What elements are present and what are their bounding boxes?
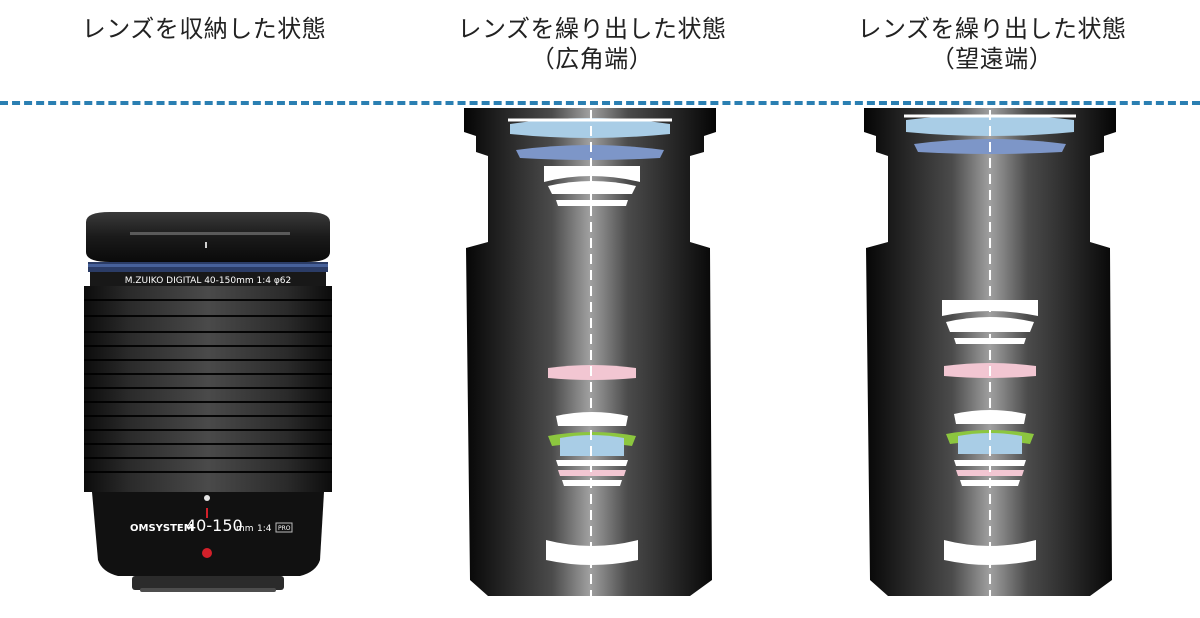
lens-photo-retracted: M.ZUIKO DIGITAL 40-150mm 1:4 φ62 OMSYSTE… xyxy=(84,212,332,592)
mount-shine xyxy=(140,588,276,592)
aperture-text: 1:4 xyxy=(257,524,272,534)
pro-badge-text: PRO xyxy=(278,525,291,532)
element-group2-c xyxy=(556,200,628,206)
front-ring-inner-line xyxy=(130,232,290,235)
lens-top-text: M.ZUIKO DIGITAL 40-150mm 1:4 φ62 xyxy=(125,276,291,286)
blue-band-shine xyxy=(88,264,328,267)
front-index-mark xyxy=(205,242,207,248)
mount xyxy=(132,576,284,590)
cross-section-wide xyxy=(464,108,716,596)
focal-text: 40-150 xyxy=(186,516,243,535)
brand-text: OMSYSTEM xyxy=(130,523,194,534)
cross-section-tele xyxy=(864,108,1116,596)
white-dot xyxy=(204,495,210,501)
red-dot xyxy=(202,548,212,558)
focal-unit: mm xyxy=(236,524,254,534)
front-ring xyxy=(86,212,330,262)
